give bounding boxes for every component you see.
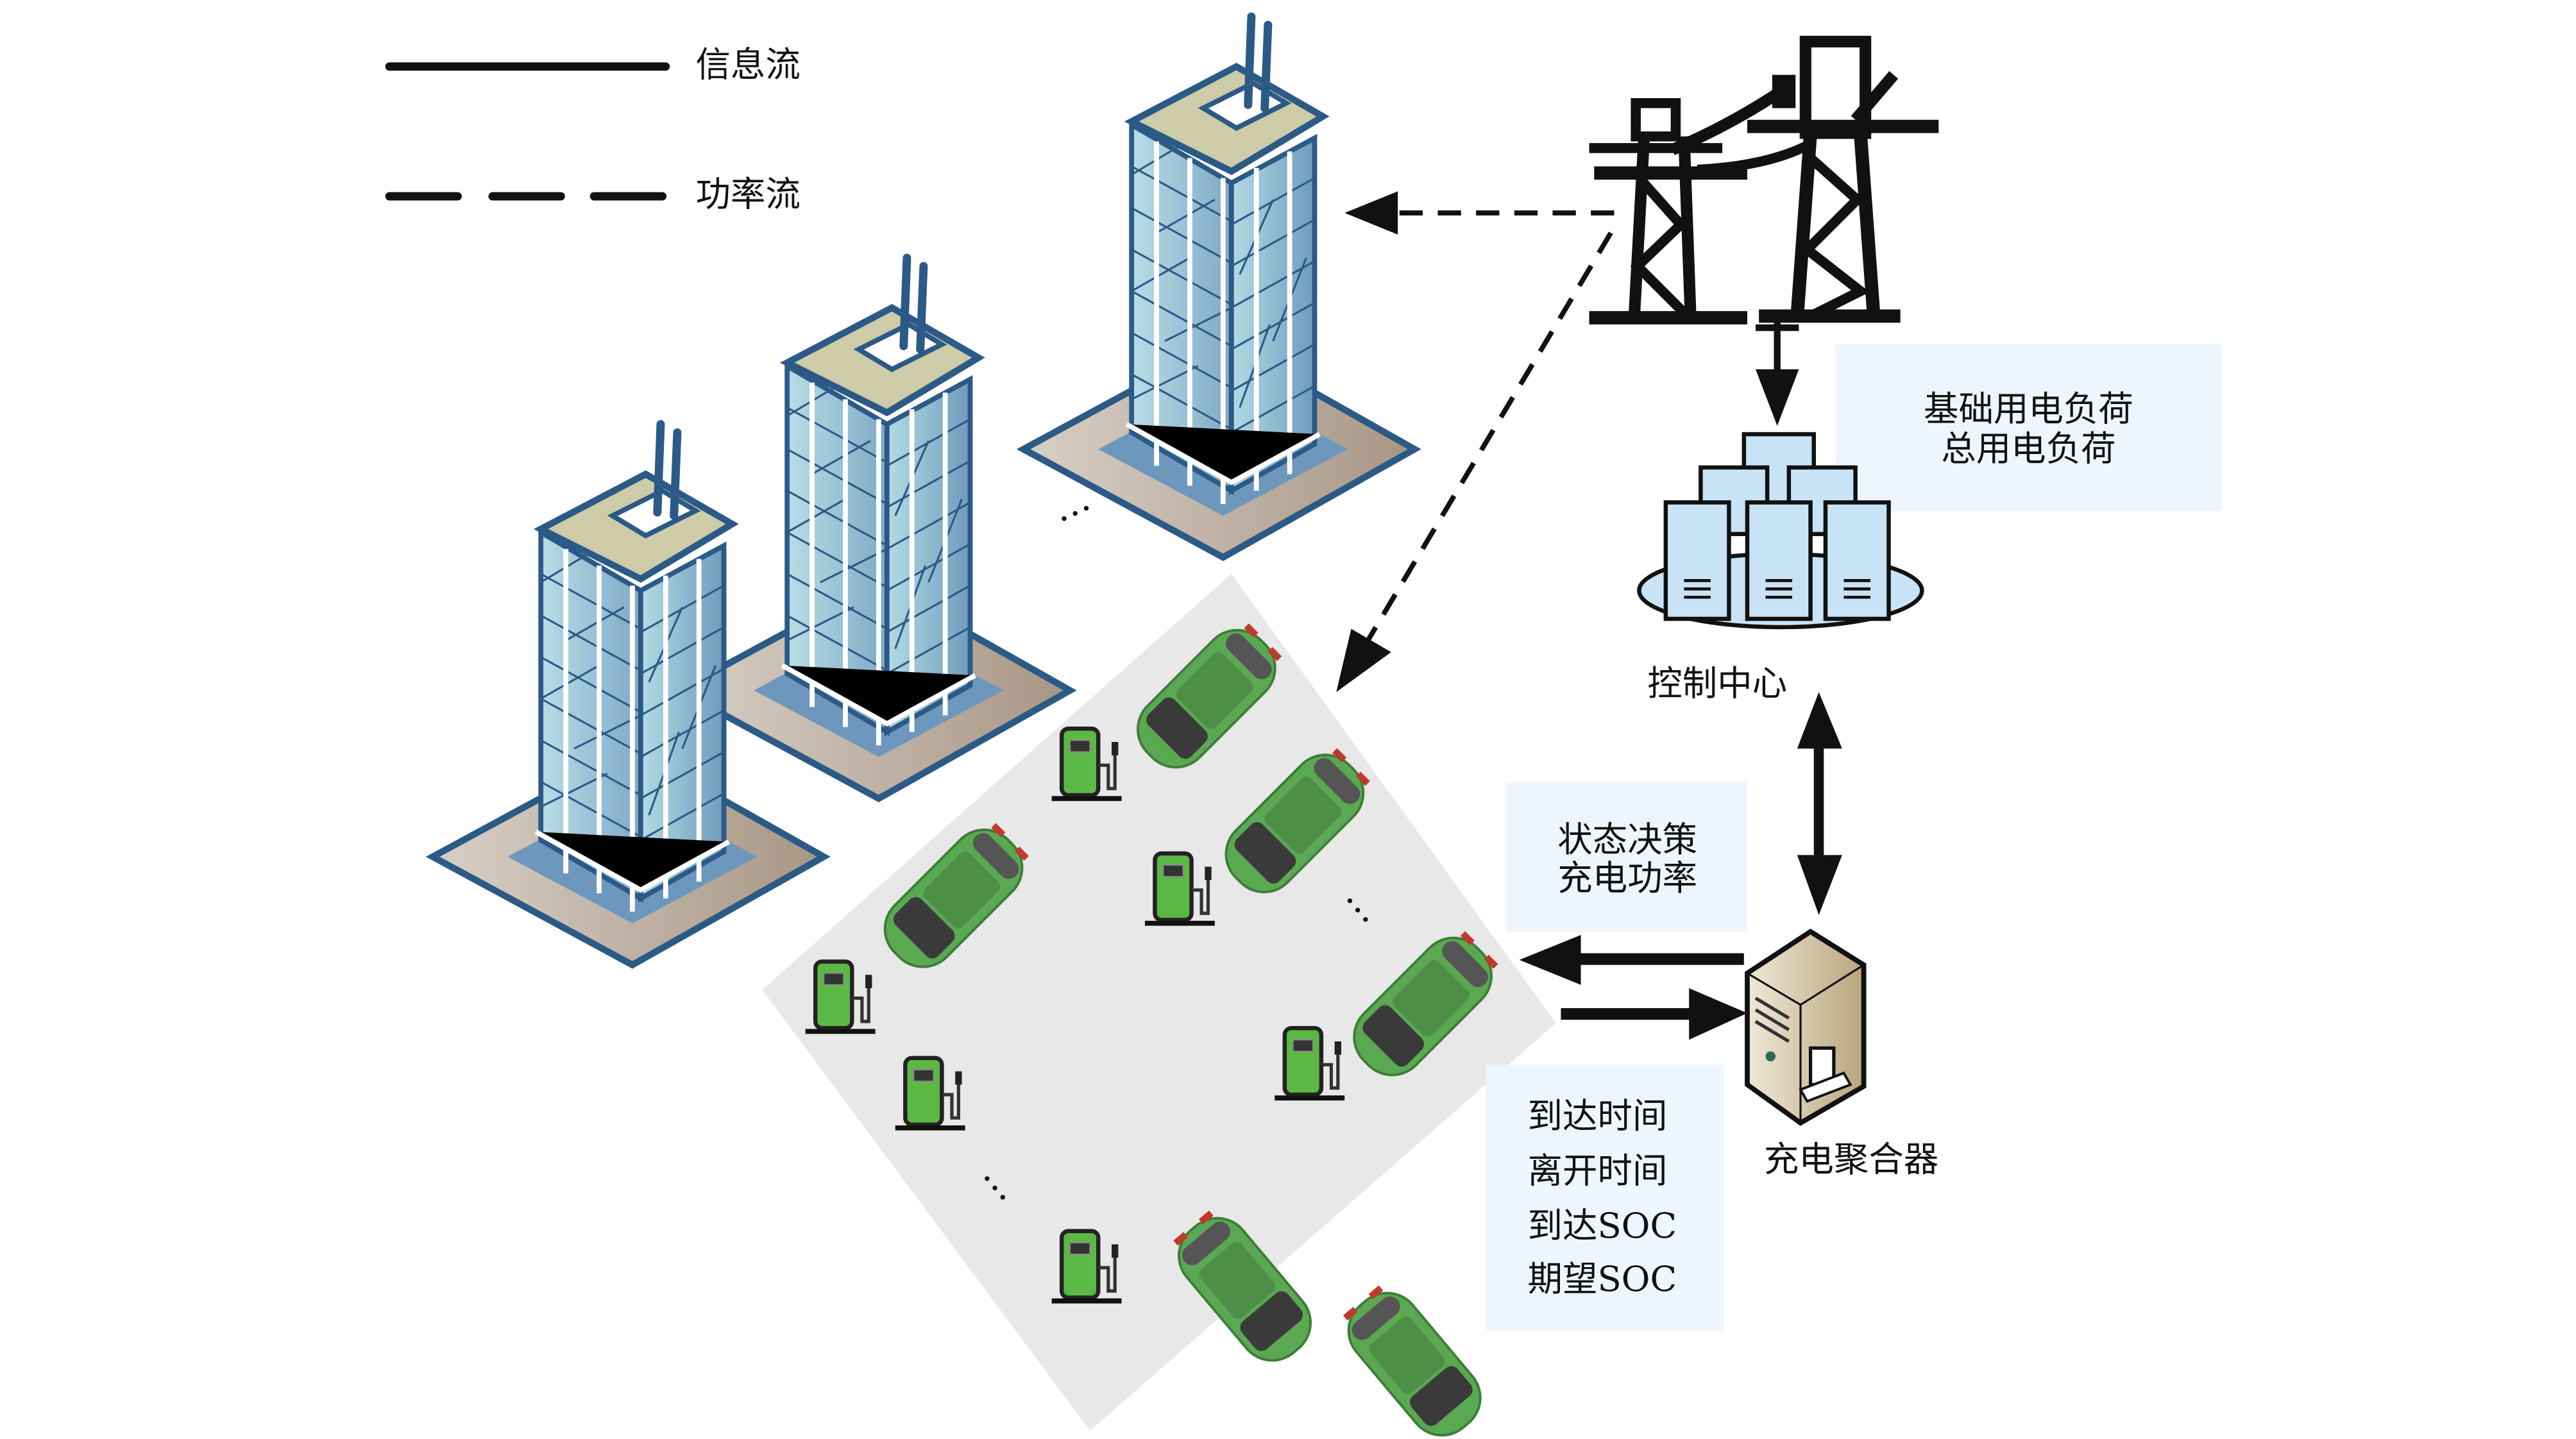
info-flow-aggregator-to-lot bbox=[1519, 934, 1744, 985]
legend: 信息流 功率流 bbox=[385, 44, 801, 215]
server-tower-icon bbox=[1745, 929, 1867, 1126]
power-flow-to-buildings bbox=[1344, 191, 1614, 235]
decision-info-box: 状态决策 充电功率 bbox=[1505, 782, 1748, 932]
info-flow-lot-to-aggregator bbox=[1561, 988, 1748, 1040]
load-box-line-2: 总用电负荷 bbox=[1941, 428, 2115, 469]
legend-power-flow-label: 功率流 bbox=[695, 174, 800, 215]
decision-box-line-1: 状态决策 bbox=[1557, 819, 1697, 860]
power-flow-to-parking-lot bbox=[1336, 231, 1613, 693]
ev-info-line-3: 到达SOC bbox=[1528, 1205, 1677, 1246]
ev-info-box: 到达时间 离开时间 到达SOC 期望SOC bbox=[1486, 1065, 1724, 1331]
info-flow-control-aggregator bbox=[1797, 692, 1842, 915]
decision-box-line-2: 充电功率 bbox=[1557, 857, 1697, 898]
load-info-box: 基础用电负荷 总用电负荷 bbox=[1835, 344, 2222, 511]
control-center-label: 控制中心 bbox=[1647, 662, 1787, 703]
building-3 bbox=[1024, 17, 1415, 557]
load-box-line-1: 基础用电负荷 bbox=[1924, 388, 2133, 429]
info-flow-grid-to-control bbox=[1755, 319, 1799, 426]
aggregator-label: 充电聚合器 bbox=[1764, 1138, 1938, 1179]
building-2 bbox=[679, 258, 1071, 798]
ev-info-line-2: 离开时间 bbox=[1528, 1150, 1668, 1191]
legend-info-flow-label: 信息流 bbox=[695, 44, 800, 85]
transmission-tower-icon bbox=[1589, 35, 1939, 324]
car-6 bbox=[1332, 1275, 1495, 1439]
ev-info-line-4: 期望SOC bbox=[1528, 1258, 1677, 1299]
server-cluster-icon bbox=[1637, 432, 1924, 630]
ev-info-line-1: 到达时间 bbox=[1528, 1095, 1668, 1136]
